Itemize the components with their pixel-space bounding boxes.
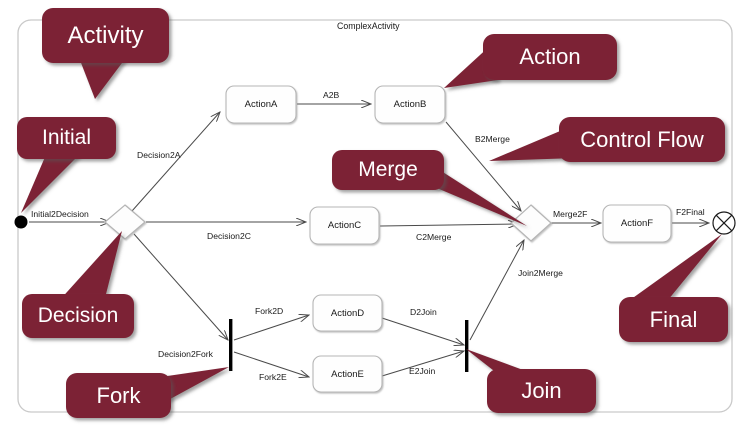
callout-bubble-merge[interactable] <box>332 150 444 190</box>
edge-decision2fork <box>133 233 228 340</box>
callout-tail-activity <box>78 55 128 99</box>
edge-e2join <box>381 351 464 377</box>
initial-node[interactable] <box>14 215 28 229</box>
merge-node[interactable] <box>510 204 552 242</box>
action-node-actionC[interactable] <box>309 206 380 245</box>
callout-tail-initial <box>21 150 84 213</box>
callout-bubble-activity[interactable] <box>42 8 169 63</box>
action-node-actionA[interactable] <box>225 85 297 124</box>
action-node-actionE[interactable] <box>312 355 383 393</box>
edge-c2merge <box>379 224 518 226</box>
edge-d2join <box>381 317 464 345</box>
edge-b2merge <box>445 121 521 211</box>
edge-fork2e <box>233 351 309 377</box>
join-node[interactable] <box>465 320 469 372</box>
callout-tail-decision <box>58 231 122 302</box>
edge-decision2a <box>131 112 220 212</box>
fork-node[interactable] <box>229 319 233 371</box>
decision-node[interactable] <box>104 204 146 240</box>
control-flow-edges <box>29 104 709 377</box>
edge-join2merge <box>469 240 524 341</box>
callout-bubbles <box>17 8 728 418</box>
callout-bubble-join[interactable] <box>487 369 596 413</box>
callout-tail-final <box>630 234 722 300</box>
callout-bubble-initial[interactable] <box>17 117 116 159</box>
final-node[interactable] <box>712 211 736 235</box>
activity-frame-title: ComplexActivity <box>337 21 400 31</box>
callout-bubble-final[interactable] <box>619 297 728 342</box>
action-node-actionD[interactable] <box>312 294 383 332</box>
callout-bubble-decision[interactable] <box>22 294 134 338</box>
callout-tail-merge <box>424 160 527 226</box>
action-node-actionB[interactable] <box>374 85 446 124</box>
callout-tail-join <box>466 349 534 374</box>
callout-bubble-control-flow[interactable] <box>559 117 725 162</box>
callout-bubble-fork[interactable] <box>66 373 171 418</box>
action-node-actionF[interactable] <box>602 204 672 243</box>
edge-fork2d <box>233 315 309 341</box>
callout-tail-controlflow <box>489 126 576 161</box>
callout-bubble-action[interactable] <box>483 34 617 80</box>
